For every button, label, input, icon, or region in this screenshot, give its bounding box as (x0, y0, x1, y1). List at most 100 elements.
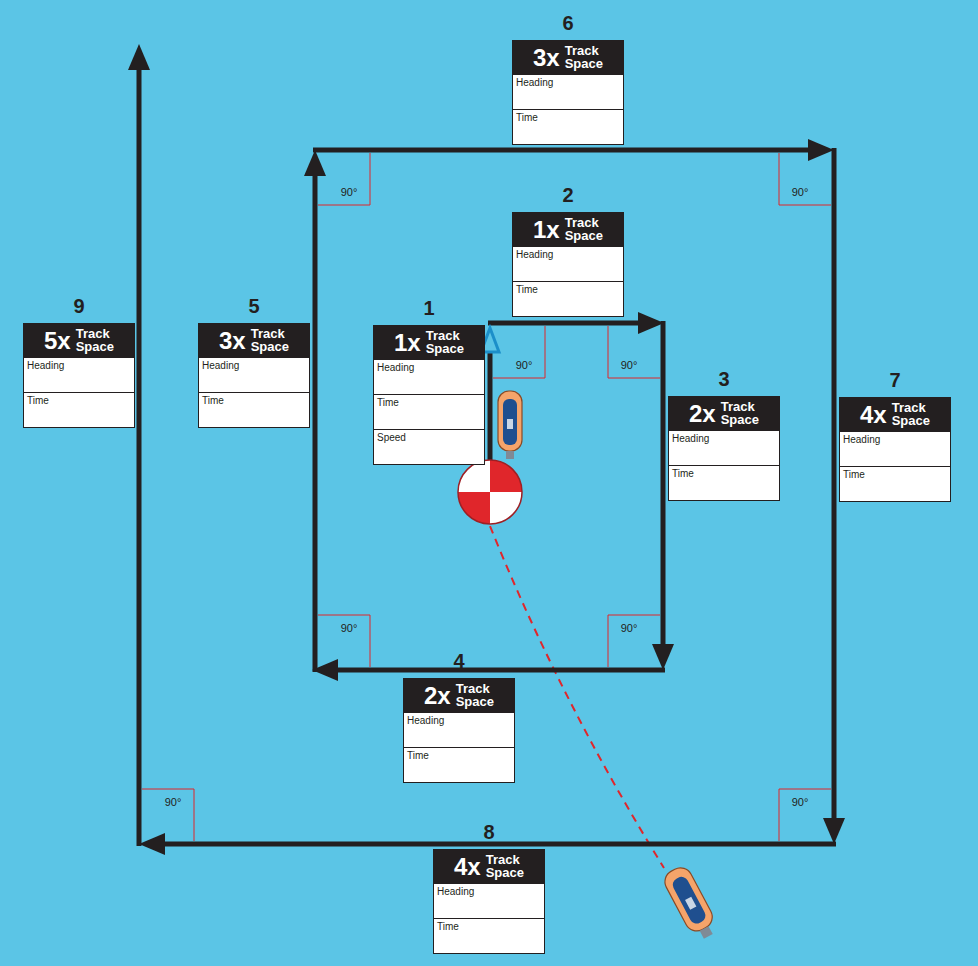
right-angle-mark (779, 153, 831, 205)
leg-label-box: 42xTrack SpaceHeadingTime (403, 650, 515, 783)
leg-label-box: 11xTrack SpaceHeadingTimeSpeed (373, 297, 485, 465)
leg-label-box: 6 3xTrack SpaceHeadingTime (512, 12, 624, 145)
track-space-label: Track Space (426, 330, 464, 355)
rescue-boat (661, 864, 721, 943)
box-header: 1xTrack Space (512, 212, 624, 247)
leg-label-box: 7 4xTrack SpaceHeadingTime (839, 369, 951, 502)
leg-line (137, 68, 142, 846)
leg-number: 6 (512, 12, 624, 34)
boat-deck (670, 874, 708, 926)
leg-label-box: 32xTrack SpaceHeadingTime (668, 368, 780, 501)
entry-table: HeadingTime (839, 432, 951, 502)
leg-number: 9 (23, 295, 135, 317)
right-angle-mark (318, 615, 370, 667)
leg-line (313, 174, 318, 672)
leg-label-box: 2 1xTrack SpaceHeadingTime (512, 184, 624, 317)
angle-label: 90° (516, 359, 533, 371)
rescue-boat (498, 391, 522, 459)
arrow-head (823, 818, 845, 844)
right-angle-mark (779, 789, 831, 841)
arrow-head (638, 312, 664, 334)
leg-number: 1 (373, 297, 485, 319)
track-multiplier: 1x (394, 331, 421, 355)
angle-label: 90° (621, 622, 638, 634)
box-header: 3xTrack Space (198, 323, 310, 358)
leg-number: 8 (433, 821, 545, 843)
leg-number: 2 (512, 184, 624, 206)
right-angle-mark (608, 326, 660, 378)
box-header: 5xTrack Space (23, 323, 135, 358)
leg-line (488, 352, 493, 460)
entry-field: Heading (513, 75, 623, 110)
angle-label: 90° (621, 359, 638, 371)
entry-field: Speed (374, 430, 484, 464)
boat-hull (661, 864, 717, 935)
leg-label-box: 53xTrack SpaceHeadingTime (198, 295, 310, 428)
entry-field: Time (434, 919, 544, 953)
boat-motor (700, 926, 713, 939)
box-header: 2xTrack Space (403, 678, 515, 713)
entry-table: HeadingTimeSpeed (373, 360, 485, 465)
entry-field: Heading (513, 247, 623, 282)
boat-deck (503, 399, 517, 445)
right-angle-mark (608, 615, 660, 667)
track-multiplier: 3x (219, 329, 246, 353)
box-header: 2xTrack Space (668, 396, 780, 431)
entry-field: Time (513, 110, 623, 144)
angle-label: 90° (792, 796, 809, 808)
entry-field: Time (669, 466, 779, 500)
approach-track (490, 526, 664, 868)
leg-line (313, 148, 810, 153)
entry-table: HeadingTime (198, 358, 310, 428)
entry-table: HeadingTime (512, 75, 624, 145)
datum-buoy (458, 460, 522, 524)
track-multiplier: 3x (533, 46, 560, 70)
search-legs (128, 44, 845, 855)
track-space-label: Track Space (721, 401, 759, 426)
angle-label: 90° (792, 186, 809, 198)
right-angle-marks (142, 153, 831, 841)
boat-motor (506, 451, 514, 459)
boat-console (685, 897, 696, 910)
leg-line (163, 842, 836, 847)
leg-label-box: 9 5xTrack SpaceHeadingTime (23, 295, 135, 428)
arrow-head (128, 44, 150, 70)
entry-field: Time (374, 395, 484, 430)
buoy-rim (458, 460, 522, 524)
entry-table: HeadingTime (512, 247, 624, 317)
entry-field: Heading (24, 358, 134, 393)
right-angle-mark (142, 789, 194, 841)
track-space-label: Track Space (456, 683, 494, 708)
box-header: 1xTrack Space (373, 325, 485, 360)
entry-table: HeadingTime (668, 431, 780, 501)
entry-field: Heading (404, 713, 514, 748)
right-angle-mark (318, 153, 370, 205)
track-space-label: Track Space (565, 45, 603, 70)
track-space-label: Track Space (486, 854, 524, 879)
arrow-head (652, 644, 674, 670)
leg-number: 7 (839, 369, 951, 391)
track-multiplier: 2x (424, 684, 451, 708)
leg-number: 4 (403, 650, 515, 672)
entry-field: Time (840, 467, 950, 501)
track-space-label: Track Space (251, 328, 289, 353)
entry-field: Time (24, 393, 134, 427)
track-multiplier: 1x (533, 218, 560, 242)
angle-label: 90° (341, 186, 358, 198)
entry-table: HeadingTime (403, 713, 515, 783)
track-space-label: Track Space (892, 402, 930, 427)
entry-table: HeadingTime (23, 358, 135, 428)
entry-field: Heading (374, 360, 484, 395)
leg-line (661, 321, 666, 646)
leg-line (832, 148, 837, 820)
entry-field: Heading (669, 431, 779, 466)
entry-field: Time (513, 282, 623, 316)
box-header: 4xTrack Space (433, 849, 545, 884)
entry-table: HeadingTime (433, 884, 545, 954)
entry-field: Time (199, 393, 309, 427)
track-space-label: Track Space (76, 328, 114, 353)
track-multiplier: 2x (689, 402, 716, 426)
leg-number: 5 (198, 295, 310, 317)
box-header: 4xTrack Space (839, 397, 951, 432)
